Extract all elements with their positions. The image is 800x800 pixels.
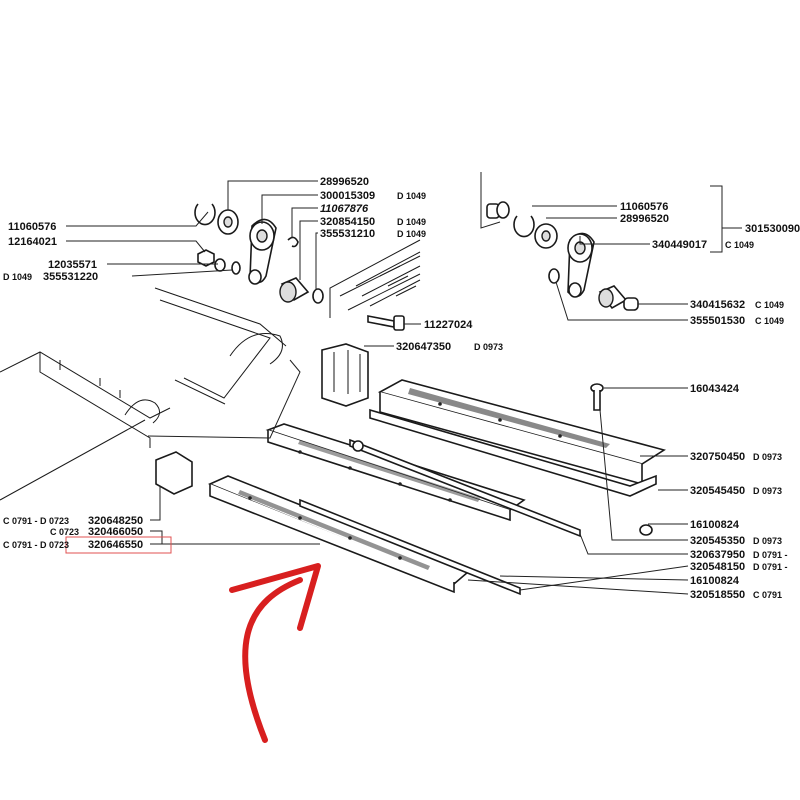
label-320854150-code: D 1049 <box>397 217 426 227</box>
label-340449017: 340449017 <box>652 239 707 251</box>
right-lever-assembly <box>486 201 639 311</box>
label-320648250: 320648250 <box>88 515 143 527</box>
label-300015309-code: D 1049 <box>397 191 426 201</box>
label-11227024: 11227024 <box>424 319 473 331</box>
label-320750450: 320750450 <box>690 451 745 463</box>
label-320750450-code: D 0973 <box>753 452 782 462</box>
label-355501530: 355501530 <box>690 315 745 327</box>
label-320648250-code: C 0791 - D 0723 <box>3 516 69 526</box>
label-355531220: 355531220 <box>43 271 98 283</box>
label-355531210-code: D 1049 <box>397 229 426 239</box>
label-16100824-lower: 16100824 <box>690 575 740 587</box>
leader-lines <box>66 172 742 595</box>
label-320637950-code: D 0791 - <box>753 550 788 560</box>
label-11060576-left: 11060576 <box>8 221 56 233</box>
label-320545350-code: D 0973 <box>753 536 782 546</box>
label-320548150-code: D 0791 - <box>753 562 788 572</box>
red-arrow <box>229 563 321 743</box>
label-320518550-code: C 0791 <box>753 590 782 600</box>
revision-highlight-box <box>65 536 172 554</box>
label-320466050: 320466050 <box>88 526 143 538</box>
label-320518550: 320518550 <box>690 589 745 601</box>
label-340449017-code: C 1049 <box>725 240 754 250</box>
label-355531210: 355531210 <box>320 228 375 240</box>
label-320646550-code: C 0791 - D 0723 <box>3 540 69 550</box>
rail-assembly <box>155 343 666 596</box>
label-320646550: 320646550 <box>88 539 143 551</box>
label-340415632: 340415632 <box>690 299 745 311</box>
label-320548150: 320548150 <box>690 561 745 573</box>
label-12035571: 12035571 <box>48 259 97 271</box>
label-320545350: 320545350 <box>690 535 745 547</box>
label-355501530-code: C 1049 <box>755 316 784 326</box>
label-28996520-top: 28996520 <box>320 176 369 188</box>
label-355531220-code: D 1049 <box>3 272 32 282</box>
label-11060576-right: 11060576 <box>620 201 668 213</box>
label-320647350-code: D 0973 <box>474 342 503 352</box>
label-11067876: 11067876 <box>320 203 369 215</box>
label-300015309: 300015309 <box>320 190 375 202</box>
label-320637950: 320637950 <box>690 549 745 561</box>
label-28996520-right: 28996520 <box>620 213 669 225</box>
label-320647350: 320647350 <box>396 341 451 353</box>
label-320545450-code: D 0973 <box>753 486 782 496</box>
left-lever-assembly <box>194 203 421 331</box>
label-340415632-code: C 1049 <box>755 300 784 310</box>
label-320466050-code: C 0723 <box>50 527 79 537</box>
label-16043424: 16043424 <box>690 383 740 395</box>
label-301530090: 301530090 <box>745 223 800 235</box>
conveyor-frame <box>0 287 287 501</box>
part-labels: 28996520 300015309 D 1049 11067876 32085… <box>3 176 800 601</box>
label-12164021: 12164021 <box>8 236 57 248</box>
label-320545450: 320545450 <box>690 485 745 497</box>
label-320854150: 320854150 <box>320 216 375 228</box>
label-16100824-upper: 16100824 <box>690 519 740 531</box>
